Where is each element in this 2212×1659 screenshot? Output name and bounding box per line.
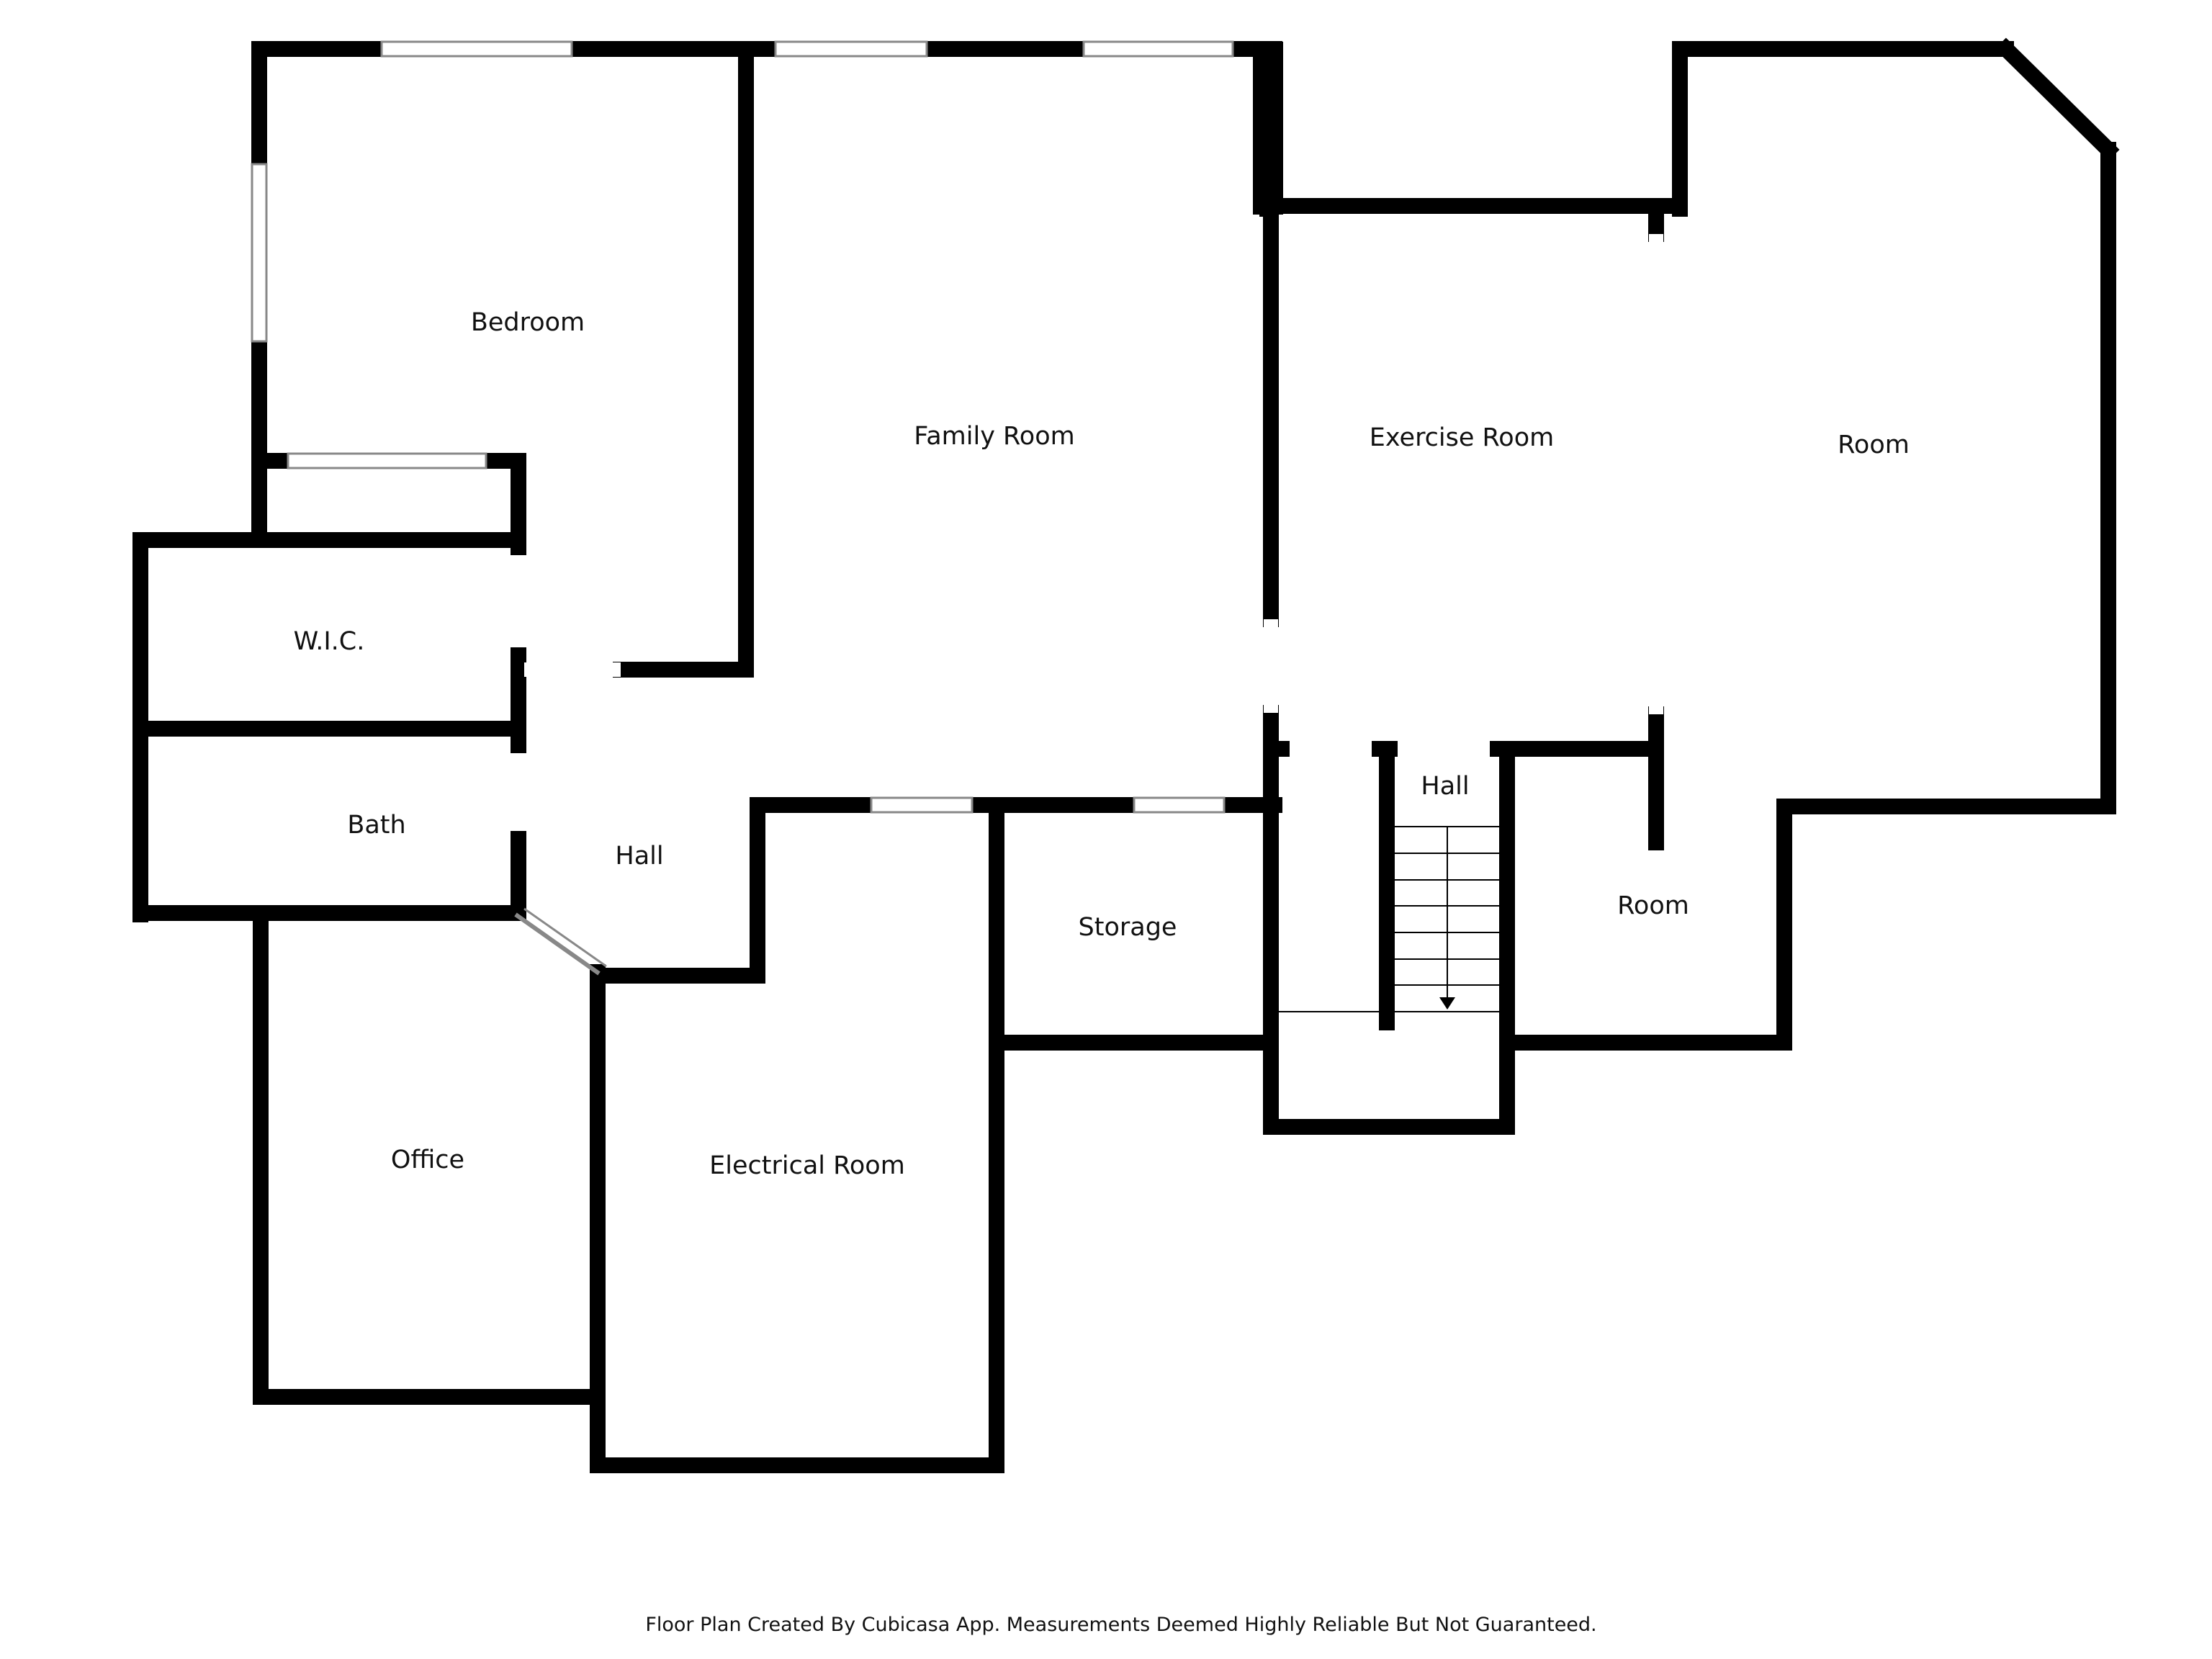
stair-arrow-icon bbox=[1439, 997, 1455, 1010]
opening-exercise-room bbox=[1649, 234, 1663, 714]
wall-column bbox=[1253, 42, 1283, 215]
label-hall-west: Hall bbox=[615, 842, 663, 871]
label-wic: W.I.C. bbox=[294, 627, 365, 656]
label-hall-stair: Hall bbox=[1421, 772, 1469, 801]
footer-note: Floor Plan Created By Cubicasa App. Meas… bbox=[645, 1614, 1596, 1636]
opening-bedroom bbox=[524, 662, 621, 677]
window-bedroom-top bbox=[380, 40, 573, 58]
door-diagonal bbox=[514, 912, 601, 976]
opening-family-bottom-a bbox=[870, 796, 974, 814]
door-diagonal-inner bbox=[523, 907, 607, 968]
windows bbox=[251, 40, 1234, 814]
staircase bbox=[1271, 826, 1507, 1012]
label-electrical-room: Electrical Room bbox=[709, 1151, 905, 1180]
wall-room-angle bbox=[1995, 37, 2120, 161]
label-storage: Storage bbox=[1079, 913, 1177, 942]
label-bath: Bath bbox=[347, 811, 405, 840]
label-family-room: Family Room bbox=[914, 422, 1074, 451]
opening-family-bottom-b bbox=[1133, 796, 1226, 814]
label-room-large: Room bbox=[1838, 431, 1910, 459]
window-family-top-b bbox=[1082, 40, 1234, 58]
window-closet bbox=[287, 452, 487, 469]
window-family-top-a bbox=[774, 40, 928, 58]
walls bbox=[132, 37, 2120, 1473]
window-bedroom-left bbox=[251, 163, 268, 343]
label-room-small: Room bbox=[1617, 891, 1689, 920]
openings bbox=[524, 234, 1663, 714]
opening-exercise-left bbox=[1264, 619, 1278, 713]
label-bedroom: Bedroom bbox=[471, 308, 585, 337]
room-labels: Bedroom Family Room Exercise Room Room W… bbox=[294, 308, 1910, 1180]
label-exercise-room: Exercise Room bbox=[1370, 423, 1554, 452]
label-office: Office bbox=[391, 1146, 464, 1174]
